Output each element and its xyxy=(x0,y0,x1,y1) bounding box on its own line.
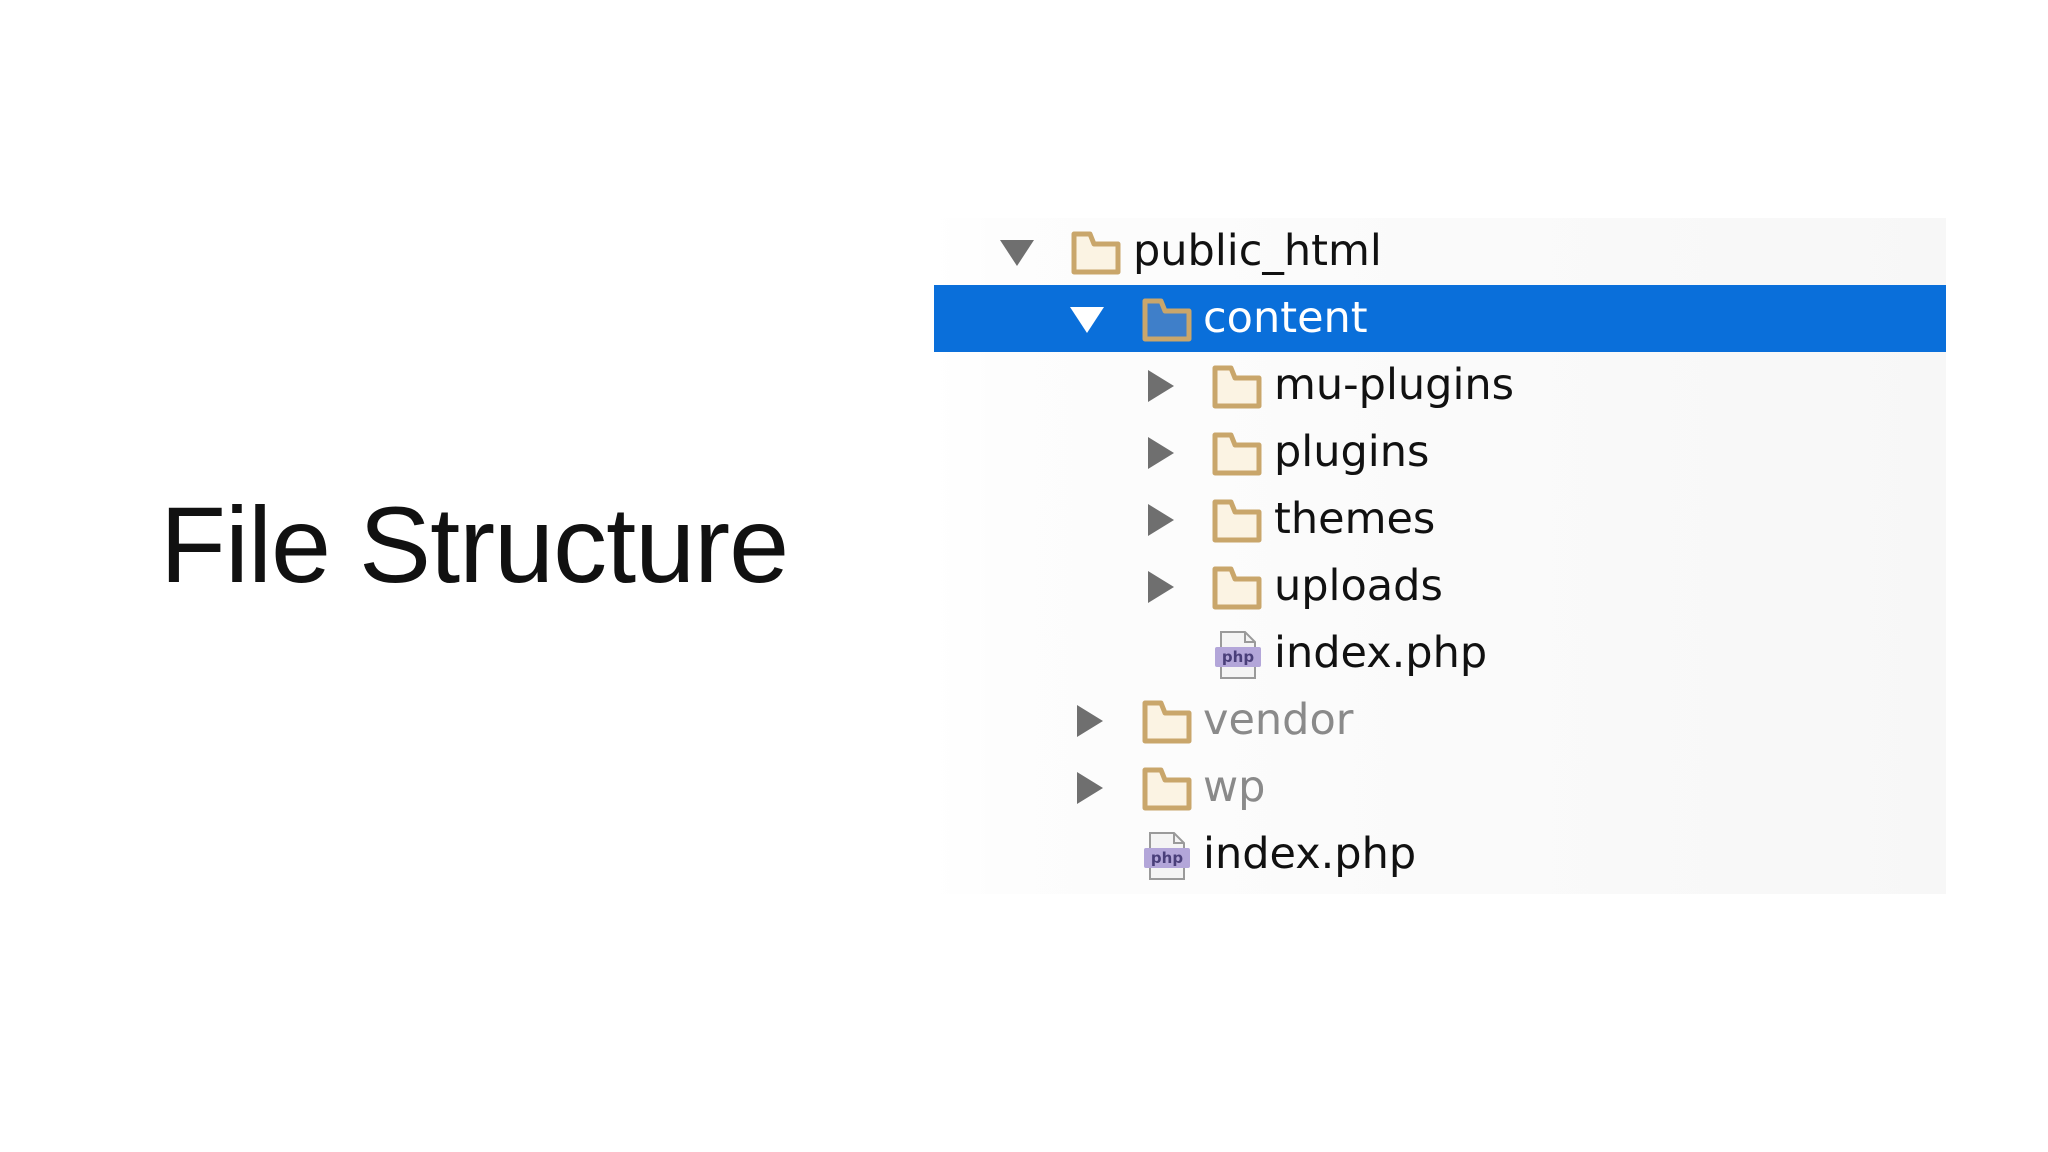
tree-label: vendor xyxy=(1203,695,1354,745)
collapse-arrow-right-icon[interactable] xyxy=(1148,436,1174,469)
folder-icon xyxy=(1211,362,1263,410)
php-badge-text: php xyxy=(1222,648,1254,666)
tree-label: wp xyxy=(1203,762,1266,812)
php-badge-text: php xyxy=(1151,849,1183,867)
folder-icon xyxy=(1070,228,1122,276)
folder-icon xyxy=(1141,295,1193,343)
tree-row-wp[interactable]: wp xyxy=(934,754,1946,821)
folder-icon xyxy=(1141,697,1193,745)
php-file-icon: php xyxy=(1142,831,1194,880)
php-file-icon: php xyxy=(1213,630,1265,679)
folder-icon xyxy=(1211,429,1263,477)
folder-icon xyxy=(1211,563,1263,611)
collapse-arrow-right-icon[interactable] xyxy=(1148,570,1174,603)
tree-row-public-html[interactable]: public_html xyxy=(934,218,1946,285)
tree-row-root-index-php[interactable]: php index.php xyxy=(934,821,1946,888)
expand-arrow-down-icon[interactable] xyxy=(1070,306,1104,333)
tree-label: uploads xyxy=(1274,561,1443,611)
tree-row-content[interactable]: content xyxy=(934,285,1946,352)
tree-row-uploads[interactable]: uploads xyxy=(934,553,1946,620)
slide-title: File Structure xyxy=(160,484,789,605)
collapse-arrow-right-icon[interactable] xyxy=(1148,369,1174,402)
tree-label: plugins xyxy=(1274,427,1430,477)
collapse-arrow-right-icon[interactable] xyxy=(1077,771,1103,804)
collapse-arrow-right-icon[interactable] xyxy=(1077,704,1103,737)
project-file-tree: public_html content mu-plugins plugins t… xyxy=(934,218,1946,894)
tree-label: mu-plugins xyxy=(1274,360,1515,410)
tree-label: content xyxy=(1203,293,1368,343)
tree-label: index.php xyxy=(1274,628,1488,678)
expand-arrow-down-icon[interactable] xyxy=(1000,239,1034,266)
tree-row-content-index-php[interactable]: php index.php xyxy=(934,620,1946,687)
collapse-arrow-right-icon[interactable] xyxy=(1148,503,1174,536)
tree-row-plugins[interactable]: plugins xyxy=(934,419,1946,486)
tree-label: index.php xyxy=(1203,829,1417,879)
tree-row-vendor[interactable]: vendor xyxy=(934,687,1946,754)
tree-row-mu-plugins[interactable]: mu-plugins xyxy=(934,352,1946,419)
folder-icon xyxy=(1211,496,1263,544)
tree-row-themes[interactable]: themes xyxy=(934,486,1946,553)
folder-icon xyxy=(1141,764,1193,812)
tree-label: themes xyxy=(1274,494,1436,544)
tree-label: public_html xyxy=(1133,226,1382,276)
